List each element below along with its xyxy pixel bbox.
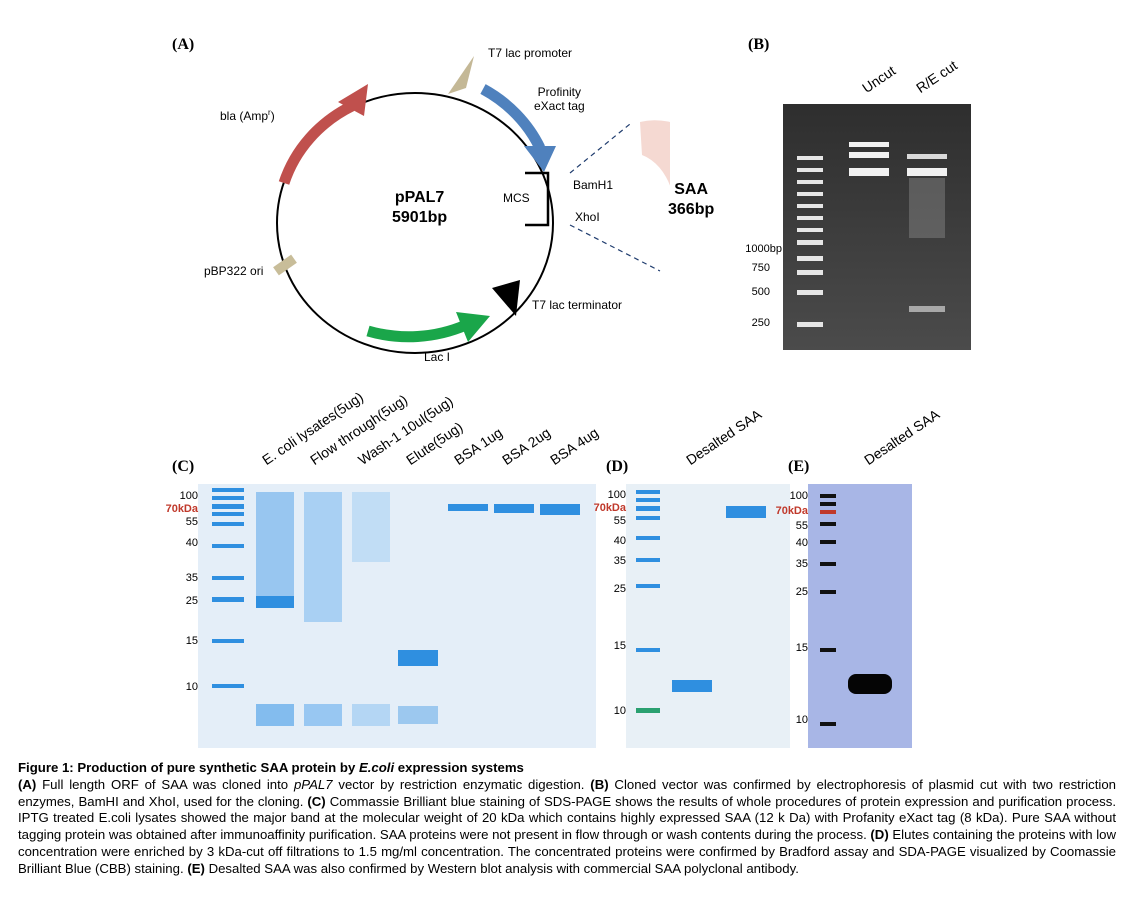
bp-marker-750: 750 — [751, 262, 770, 274]
tag-label: Profinity eXact tag — [534, 85, 585, 113]
plasmid-backbone — [276, 92, 554, 354]
mw-d-40: 40 — [613, 535, 626, 547]
bsa1-band — [448, 504, 488, 511]
mw-e-40: 40 — [795, 537, 808, 549]
mw-d-70: 70kDa — [593, 502, 626, 514]
mw-e-55: 55 — [795, 520, 808, 532]
lane-label-bsa2: BSA 2ug — [499, 424, 554, 468]
laci-arrowhead — [456, 312, 490, 342]
bsa2-band — [494, 504, 534, 513]
mw-c-35: 35 — [185, 572, 198, 584]
mw-c-10: 10 — [185, 681, 198, 693]
plasmid-map — [273, 56, 670, 354]
lane-label-desalted-d: Desalted SAA — [683, 405, 765, 468]
xhoi-label: XhoI — [575, 210, 600, 224]
reference-band-d — [726, 506, 766, 518]
mw-c-15: 15 — [185, 635, 198, 647]
mw-c-100: 100 — [179, 490, 198, 502]
bla-label: bla (Ampr) — [220, 108, 275, 123]
bla-gene-arc — [278, 101, 355, 185]
terminator-triangle — [492, 280, 520, 316]
mw-e-15: 15 — [795, 642, 808, 654]
western-blot — [808, 484, 912, 748]
panel-e-label: (E) — [788, 458, 810, 475]
panel-d-label: (D) — [606, 458, 629, 475]
tag-arc — [480, 84, 545, 151]
mw-d-10: 10 — [613, 705, 626, 717]
western-ladder — [820, 494, 836, 726]
insert-label: SAA 366bp — [668, 181, 715, 218]
mw-e-10: 10 — [795, 714, 808, 726]
insert-line-bottom — [569, 224, 661, 272]
uncut-lane-bands — [849, 142, 889, 176]
lane-label-bsa4: BSA 4ug — [547, 424, 602, 468]
insert-line-top — [569, 123, 631, 174]
promoter-triangle — [448, 56, 474, 94]
ori-label: pBP322 ori — [204, 264, 264, 278]
laci-label: Lac I — [424, 350, 451, 364]
mw-d-25: 25 — [613, 583, 626, 595]
cut-lane-bands — [907, 154, 947, 312]
lysate-lane — [256, 492, 294, 726]
bp-marker-500: 500 — [751, 286, 770, 298]
mw-d-100: 100 — [607, 489, 626, 501]
ori-bar — [273, 254, 297, 276]
plasmid-name: pPAL7 5901bp — [392, 189, 448, 226]
lane-label-desalted-e: Desalted SAA — [861, 405, 943, 468]
mw-e-100: 100 — [789, 490, 808, 502]
bp-marker-1000: 1000bp — [745, 243, 782, 255]
panel-c-label: (C) — [172, 458, 195, 475]
wash-lane — [352, 492, 390, 726]
laci-arc — [366, 319, 469, 343]
figure-caption: Figure 1: Production of pure synthetic S… — [18, 760, 1117, 876]
sds-page-gel-d — [626, 484, 790, 748]
lane-label-uncut: Uncut — [859, 62, 899, 96]
bsa4-band — [540, 504, 580, 515]
mcs-bracket — [525, 171, 550, 227]
insert-arc — [640, 120, 670, 272]
protein-ladder-c — [212, 488, 244, 688]
mw-c-25: 25 — [185, 595, 198, 607]
sds-page-gel-c — [198, 484, 596, 748]
mw-c-70: 70kDa — [165, 503, 198, 515]
elute-lane — [398, 650, 438, 724]
mw-d-15: 15 — [613, 640, 626, 652]
panel-a-label: (A) — [172, 36, 195, 53]
mw-d-55: 55 — [613, 515, 626, 527]
tag-arrowhead — [524, 146, 556, 172]
mw-e-70: 70kDa — [775, 505, 808, 517]
mw-c-40: 40 — [185, 537, 198, 549]
mw-e-35: 35 — [795, 558, 808, 570]
agarose-gel — [783, 104, 971, 350]
desalted-saa-band-e — [848, 674, 892, 694]
protein-ladder-d — [636, 490, 660, 713]
mw-e-25: 25 — [795, 586, 808, 598]
flow-through-lane — [304, 492, 342, 726]
bp-marker-250: 250 — [751, 317, 770, 329]
mw-d-35: 35 — [613, 555, 626, 567]
t7-promoter-label: T7 lac promoter — [488, 46, 573, 60]
lane-label-re-cut: R/E cut — [913, 57, 961, 96]
caption-title: Figure 1: Production of pure synthetic S… — [18, 760, 524, 775]
bamh1-label: BamH1 — [573, 178, 614, 192]
mcs-label: MCS — [503, 191, 530, 205]
bla-arrowhead — [338, 84, 368, 116]
dna-ladder — [797, 156, 823, 327]
panel-b-label: (B) — [748, 36, 770, 53]
terminator-label: T7 lac terminator — [532, 298, 623, 312]
desalted-saa-band-d — [672, 680, 712, 692]
mw-c-55: 55 — [185, 516, 198, 528]
